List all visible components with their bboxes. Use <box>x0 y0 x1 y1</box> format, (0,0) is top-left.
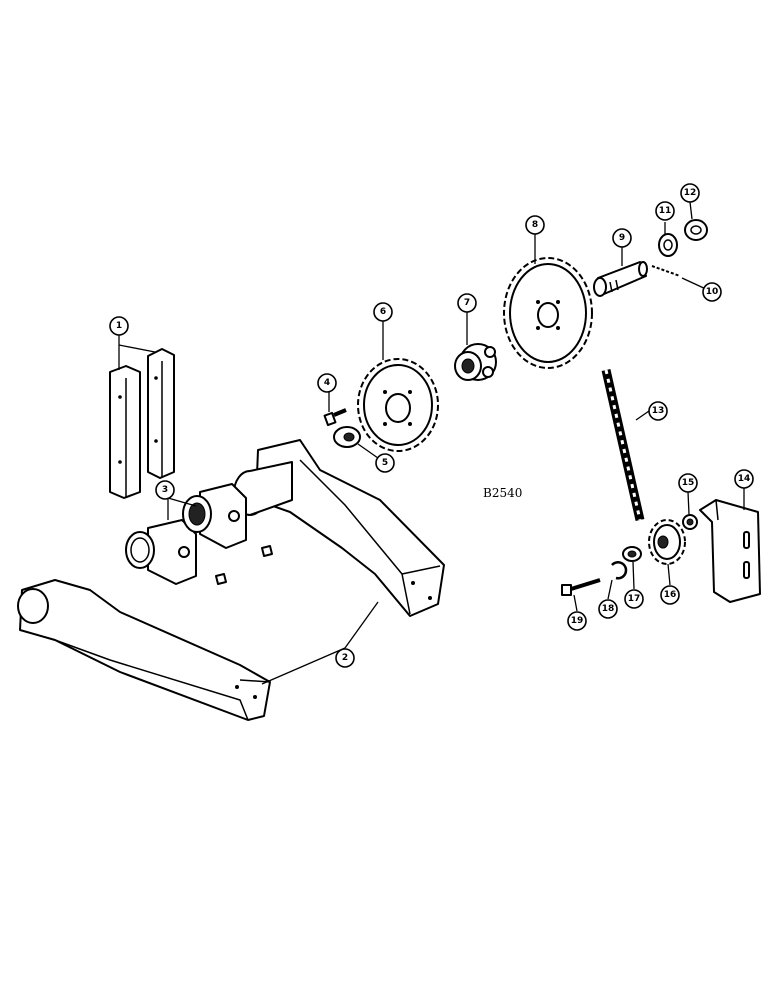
svg-text:15: 15 <box>682 478 695 488</box>
callout-5: 5 <box>375 453 395 473</box>
callout-6: 6 <box>373 302 393 322</box>
callout-12: 12 <box>680 183 700 203</box>
svg-text:8: 8 <box>532 220 538 230</box>
svg-text:13: 13 <box>652 406 665 416</box>
part-12-washer <box>684 219 708 241</box>
part-2-arms <box>17 439 445 721</box>
callout-7: 7 <box>457 293 477 313</box>
svg-text:7: 7 <box>464 298 470 308</box>
part-11-washer <box>658 233 678 257</box>
callout-15: 15 <box>678 473 698 493</box>
callout-4: 4 <box>317 373 337 393</box>
part-7-hub <box>454 343 497 381</box>
svg-text:2: 2 <box>342 653 348 663</box>
callout-2: 2 <box>335 648 355 668</box>
callout-10: 10 <box>702 282 722 302</box>
callout-13: 13 <box>648 401 668 421</box>
drawing-code: B2540 <box>483 486 522 500</box>
svg-text:17: 17 <box>628 594 641 604</box>
svg-text:5: 5 <box>382 458 388 468</box>
svg-text:19: 19 <box>571 616 584 626</box>
part-3-bearing-blocks <box>125 483 273 585</box>
part-10-pin <box>651 265 681 277</box>
svg-text:4: 4 <box>324 378 330 388</box>
part-17-bushing <box>622 546 642 562</box>
callout-11: 11 <box>655 201 675 221</box>
callout-1: 1 <box>109 316 129 336</box>
svg-text:3: 3 <box>162 485 168 495</box>
svg-text:18: 18 <box>602 604 615 614</box>
callout-3: 3 <box>155 480 175 500</box>
svg-text:10: 10 <box>706 287 719 297</box>
part-6-sprocket <box>357 358 439 452</box>
callout-16: 16 <box>660 585 680 605</box>
callout-19: 19 <box>567 611 587 631</box>
callout-17: 17 <box>624 589 644 609</box>
part-14-bracket <box>699 499 761 603</box>
svg-text:1: 1 <box>116 321 122 331</box>
svg-text:9: 9 <box>619 233 625 243</box>
leader-lines <box>118 201 745 685</box>
part-16-small-sprocket <box>648 519 686 565</box>
part-18-snap-ring <box>611 561 628 580</box>
callout-8: 8 <box>525 215 545 235</box>
svg-text:16: 16 <box>664 590 677 600</box>
svg-text:6: 6 <box>380 307 386 317</box>
part-13-chain <box>601 369 645 521</box>
svg-text:12: 12 <box>684 188 697 198</box>
part-15-nut <box>682 514 698 530</box>
part-9-shaft <box>593 261 648 297</box>
part-8-large-sprocket <box>503 257 593 369</box>
part-19-bolt <box>561 578 601 596</box>
part-1-square-bars <box>109 348 175 499</box>
svg-text:14: 14 <box>738 474 751 484</box>
callout-18: 18 <box>598 599 618 619</box>
part-4-bolt <box>323 408 347 427</box>
part-5-washer <box>333 426 361 448</box>
callout-9: 9 <box>612 228 632 248</box>
callout-14: 14 <box>734 469 754 489</box>
svg-text:11: 11 <box>659 206 672 216</box>
